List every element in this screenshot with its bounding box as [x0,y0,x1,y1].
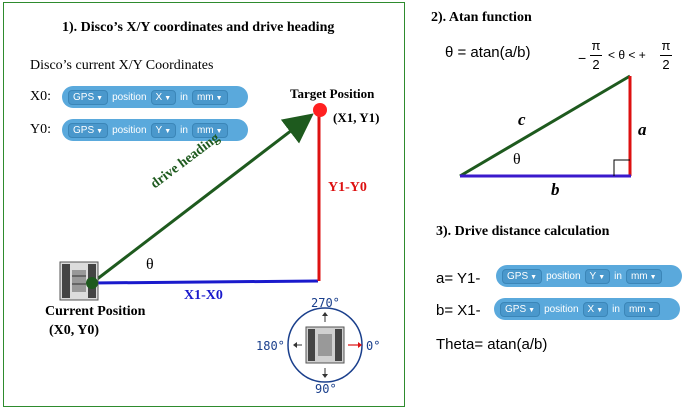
block-word: in [180,124,188,136]
side-c-label: c [518,110,526,129]
compass-north-label: 270° [311,296,340,310]
heading-angle-theta: θ [146,256,154,273]
fraction-bar [660,55,672,56]
x-diff-line [91,279,319,285]
side-a-label: a [638,120,647,139]
compass-south-label: 90° [315,382,337,396]
compass-icon [287,307,363,383]
block-word: position [112,124,147,136]
fraction-bar [590,55,602,56]
current-position-dot [86,277,98,289]
source-dropdown[interactable]: GPS▼ [500,301,541,317]
unit-dropdown[interactable]: mm▼ [625,268,662,284]
range-middle: < θ < + [608,48,646,62]
compass-west-label: 180° [256,339,285,353]
b-gps-block[interactable]: GPS▼ position X▼ in mm▼ [494,298,680,320]
source-dropdown[interactable]: GPS▼ [68,89,109,105]
right-angle-mark [613,159,630,176]
block-word: in [180,91,188,103]
target-coords: (X1, Y1) [333,110,380,125]
block-word: position [544,303,579,315]
y-diff-label: Y1-Y0 [328,180,367,195]
range-minus: − [578,50,587,66]
range-pi-left: π [591,38,601,53]
compass-east-label: 0° [366,339,381,353]
axis-dropdown[interactable]: X▼ [582,301,609,317]
y0-label: Y0: [30,122,51,137]
block-word: position [546,270,581,282]
panel1-title: 1). Disco’s X/Y coordinates and drive he… [62,20,335,35]
axis-dropdown[interactable]: X▼ [150,89,177,105]
hypotenuse-c [459,74,631,178]
a-gps-block[interactable]: GPS▼ position Y▼ in mm▼ [496,265,682,287]
range-two-left: 2 [592,57,600,72]
panel2-title: 2). Atan function [431,10,532,25]
range-two-right: 2 [662,57,670,72]
block-word: in [612,303,620,315]
unit-dropdown[interactable]: mm▼ [623,301,660,317]
unit-dropdown[interactable]: mm▼ [191,89,228,105]
b-equation-label: b= X1- [436,302,481,319]
theta-equation: Theta= atan(a/b) [436,336,548,353]
x0-label: X0: [30,89,51,104]
coords-label: Disco’s current X/Y Coordinates [30,58,214,73]
x-diff-label: X1-X0 [184,288,223,303]
source-dropdown[interactable]: GPS▼ [502,268,543,284]
range-pi-right: π [661,38,671,53]
drive-heading-arrow [91,113,314,285]
current-title: Current Position [45,304,146,319]
x0-gps-block[interactable]: GPS▼ position X▼ in mm▼ [62,86,248,108]
unit-dropdown[interactable]: mm▼ [191,122,228,138]
robot-icon [59,261,99,301]
target-title: Target Position [290,86,375,101]
a-equation-label: a= Y1- [436,270,481,287]
current-coords: (X0, Y0) [49,323,100,338]
panel3-title: 3). Drive distance calculation [436,224,610,239]
axis-dropdown[interactable]: Y▼ [150,122,177,138]
axis-dropdown[interactable]: Y▼ [584,268,611,284]
source-dropdown[interactable]: GPS▼ [68,122,109,138]
triangle-theta: θ [513,151,521,168]
side-b-label: b [551,180,560,199]
block-word: position [112,91,147,103]
target-dot [313,103,327,117]
atan-formula: θ = atan(a/b) [445,44,531,61]
coordinates-panel [3,2,405,407]
y0-gps-block[interactable]: GPS▼ position Y▼ in mm▼ [62,119,248,141]
block-word: in [614,270,622,282]
